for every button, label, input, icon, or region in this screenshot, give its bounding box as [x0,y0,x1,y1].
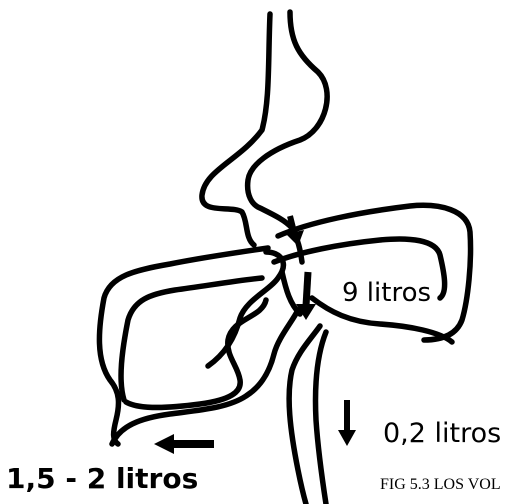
arrow-left-head [154,434,174,454]
arrow-down-shaft [306,272,308,306]
arrow-02-head [338,430,356,446]
colon-bottom-inner [208,252,283,366]
figure-caption: FIG 5.3 LOS VOL [380,476,501,494]
small-intestine-volume-label: 0,2 litros [383,420,501,447]
stomach-volume-label: 9 litros [342,280,431,306]
colon-bottom [126,300,266,408]
rectum-left [112,310,298,444]
inner-passage [282,272,300,314]
small-intestine-lower [315,332,326,504]
colon-volume-label: 1,5 - 2 litros [6,465,198,493]
